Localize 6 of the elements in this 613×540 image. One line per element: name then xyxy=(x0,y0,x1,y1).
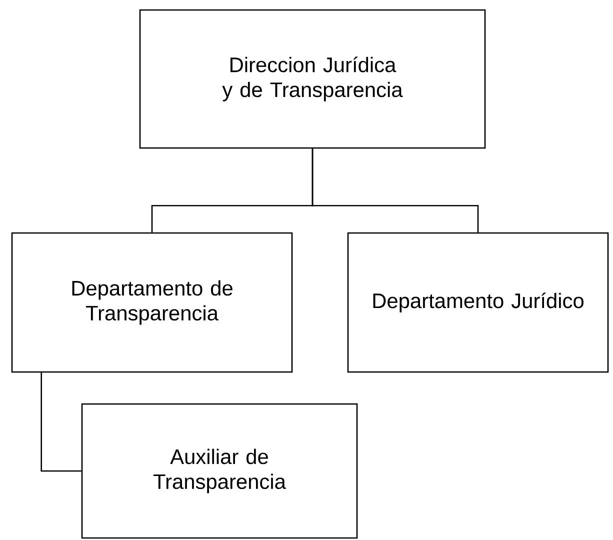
connector-line xyxy=(40,372,82,472)
org-box: Direccion Jurídica y de Transparencia xyxy=(139,9,486,149)
org-box: Departamento de Transparencia xyxy=(11,232,293,373)
org-box: Auxiliar de Transparencia xyxy=(81,403,358,539)
org-box: Departamento Jurídico xyxy=(347,232,609,373)
connector-line xyxy=(312,148,479,232)
